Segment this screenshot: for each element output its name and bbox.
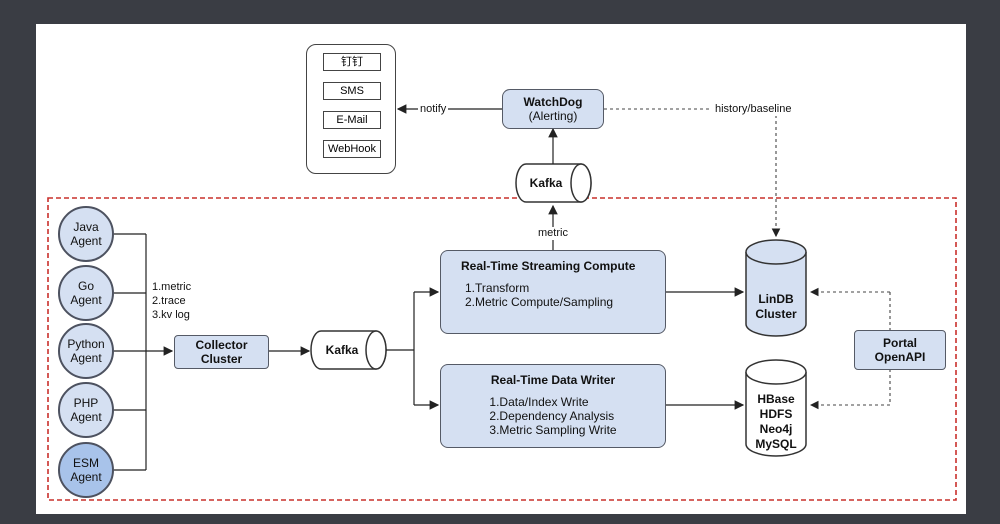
- lindb-line2: Cluster: [755, 307, 797, 321]
- php-agent: PHP Agent: [58, 382, 114, 438]
- agents-bracket: [114, 233, 174, 471]
- collect-type-metric: 1.metric: [152, 281, 192, 293]
- kafka-top-label: Kafka: [529, 176, 563, 190]
- watchdog-box: WatchDog (Alerting): [502, 89, 604, 129]
- storage-mysql: MySQL: [755, 437, 797, 451]
- portal-line1: Portal: [882, 336, 917, 350]
- channel-email: E-Mail: [323, 111, 381, 129]
- esm-agent-label: ESM Agent: [70, 456, 102, 484]
- storage-hbase: HBase: [757, 392, 795, 406]
- storage-neo4j: Neo4j: [759, 422, 793, 436]
- streaming-step-2: 2.Metric Compute/Sampling: [465, 295, 614, 309]
- java-agent-label: Java Agent: [70, 220, 102, 248]
- portal-openapi-box: Portal OpenAPI: [854, 330, 946, 370]
- kafka-mid-label: Kafka: [325, 343, 359, 357]
- kafka-top-cylinder: [515, 163, 592, 203]
- streaming-title: Real-Time Streaming Compute: [461, 259, 636, 273]
- streaming-compute-box: Real-Time Streaming Compute 1.Transform …: [440, 250, 666, 334]
- metric-label: metric: [536, 227, 570, 240]
- writer-title: Real-Time Data Writer: [490, 373, 616, 387]
- storage-cylinder: [745, 359, 807, 457]
- collect-type-trace: 2.trace: [152, 295, 186, 307]
- python-agent: Python Agent: [58, 323, 114, 379]
- storage-hdfs: HDFS: [759, 407, 793, 421]
- collector-line2: Cluster: [200, 352, 243, 366]
- go-agent: Go Agent: [58, 265, 114, 321]
- watchdog-subtitle: (Alerting): [528, 109, 578, 123]
- channel-dingtalk: 钉钉: [323, 53, 381, 71]
- writer-step-3: 3.Metric Sampling Write: [489, 423, 617, 437]
- storage-label: HBase HDFS Neo4j MySQL: [746, 392, 806, 452]
- system-boundary: [47, 197, 957, 501]
- lindb-cylinder: [745, 239, 807, 337]
- watchdog-title: WatchDog: [523, 95, 583, 109]
- collector-line1: Collector: [195, 338, 248, 352]
- lindb-label: LinDB Cluster: [746, 292, 806, 322]
- channel-webhook: WebHook: [323, 140, 381, 158]
- lindb-line1: LinDB: [758, 292, 794, 306]
- esm-agent: ESM Agent: [58, 442, 114, 498]
- kafka-mid-cylinder: [310, 330, 387, 370]
- portal-line2: OpenAPI: [874, 350, 926, 364]
- go-agent-label: Go Agent: [70, 279, 102, 307]
- collect-type-kvlog: 3.kv log: [152, 309, 190, 321]
- notification-channels: 钉钉 SMS E-Mail WebHook: [306, 44, 396, 174]
- writer-step-2: 2.Dependency Analysis: [489, 409, 615, 423]
- python-agent-label: Python Agent: [67, 337, 105, 365]
- diagram-connectors: [47, 104, 957, 501]
- channel-sms: SMS: [323, 82, 381, 100]
- collector-cluster-box: Collector Cluster: [174, 335, 269, 369]
- java-agent: Java Agent: [58, 206, 114, 262]
- history-baseline-label: history/baseline: [712, 103, 795, 116]
- writer-step-1: 1.Data/Index Write: [489, 395, 589, 409]
- data-writer-box: Real-Time Data Writer 1.Data/Index Write…: [440, 364, 666, 448]
- diagram-canvas: 钉钉 SMS E-Mail WebHook notify WatchDog (A…: [36, 24, 966, 514]
- php-agent-label: PHP Agent: [70, 396, 102, 424]
- streaming-step-1: 1.Transform: [465, 281, 530, 295]
- notify-label: notify: [418, 103, 449, 116]
